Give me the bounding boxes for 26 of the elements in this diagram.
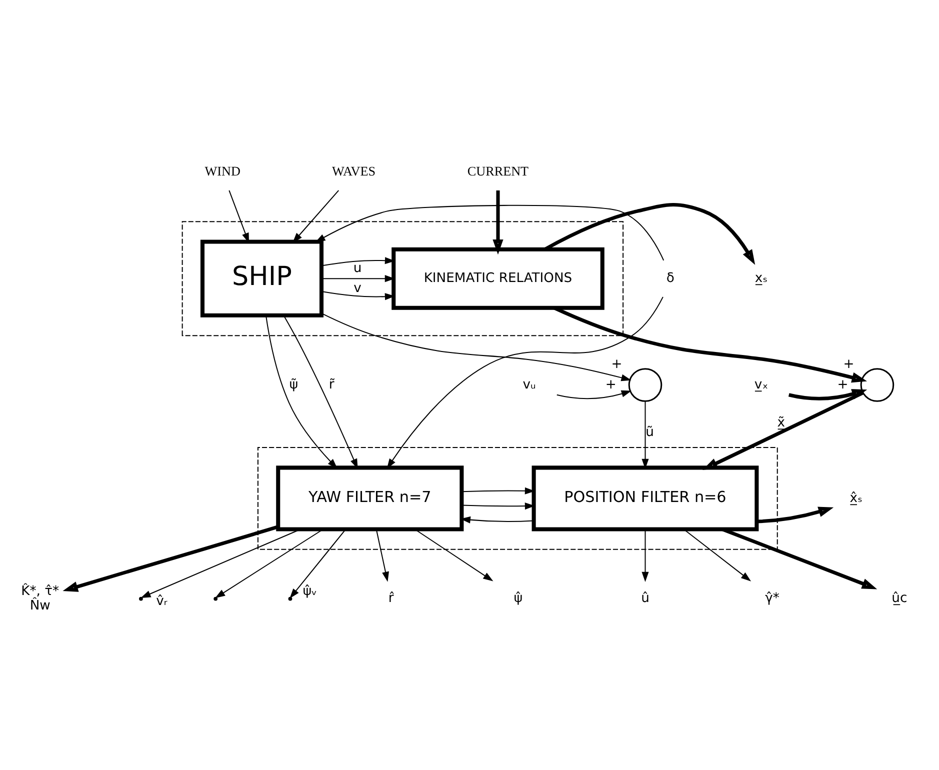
node-text: K̂*, τ̂* N̂w <box>21 584 60 613</box>
node-text: û <box>641 590 650 606</box>
edge-label: ũ <box>646 424 654 440</box>
node-text: WAVES <box>332 163 376 178</box>
edge-label: x̲̃ <box>777 415 786 430</box>
node-text: δ <box>666 270 674 286</box>
node-text: CURRENT <box>467 163 529 178</box>
edge-label: + <box>843 356 854 372</box>
node-text: x̲ₛ <box>754 270 768 286</box>
edge-label: v̂ᵣ <box>156 593 168 608</box>
edge-label: r̃ <box>328 376 334 392</box>
edge-label: ψ̂ᵥ <box>302 584 318 599</box>
node-text: ψ̂ <box>514 590 522 606</box>
node-text: vᵤ <box>522 376 536 392</box>
edge-label: + <box>605 377 616 392</box>
edge-label: v <box>354 280 362 296</box>
edge-label: + <box>837 377 848 392</box>
edge-label: u <box>353 260 362 276</box>
node-text: γ̂* <box>765 590 780 606</box>
node-text: v̲ₓ <box>754 376 768 392</box>
edge-label: + <box>611 356 622 372</box>
node-text: û̲c <box>892 590 908 606</box>
node-text: x̲̂ₛ <box>850 490 862 506</box>
edge-label: ψ̃ <box>289 376 298 392</box>
node-text: WIND <box>204 163 240 178</box>
node-text: r̂ <box>388 590 394 606</box>
